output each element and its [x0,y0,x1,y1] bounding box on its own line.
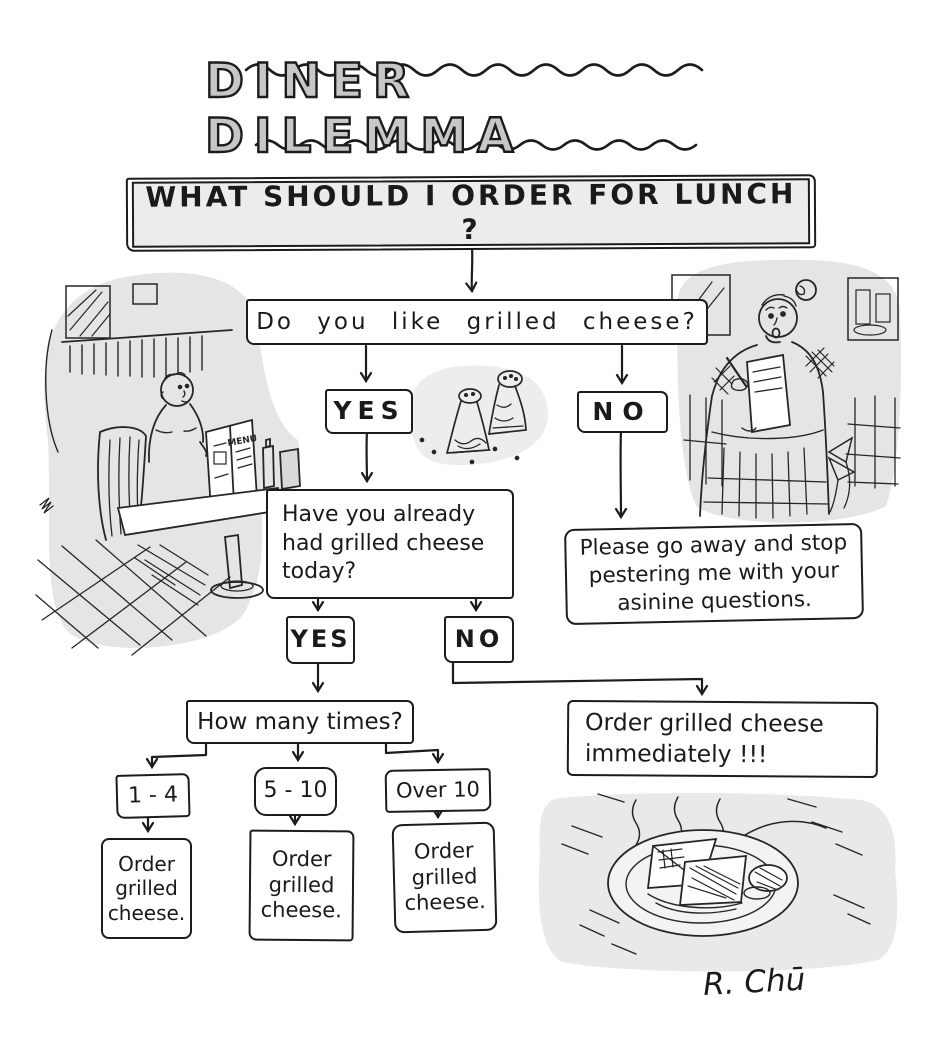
node-yes-like: YES [325,389,413,434]
node-go-away: Please go away and stop pestering me wit… [564,522,864,626]
node-order-grilled-cheese-3: Order grilled cheese. [391,821,498,934]
node-range-over-10: Over 10 [384,768,492,813]
node-range-1-4: 1 - 4 [115,773,191,819]
banner-question-label: WHAT SHOULD I ORDER FOR LUNCH ? [131,177,811,248]
diner-patron-illustration: MENU [35,283,301,656]
grilled-cheese-plate-illustration [561,793,871,955]
node-no-like: NO [577,391,668,433]
node-banner-question: WHAT SHOULD I ORDER FOR LUNCH ? [125,174,817,252]
node-already-had-today: Have you already had grilled cheese toda… [266,489,514,599]
node-order-grilled-cheese-2: Order grilled cheese. [248,829,355,942]
waitress-illustration [671,274,901,519]
node-order-grilled-cheese-1: Order grilled cheese. [101,838,192,939]
salt-pepper-illustration [419,370,527,465]
artist-signature: R. Chū [702,961,807,1003]
node-how-many-times: How many times? [186,700,414,744]
title-squiggles [244,63,704,151]
cartoon-title: DINER DILEMMA [204,53,524,165]
node-yes-already: YES [286,616,355,664]
title-squiggle-top [244,63,704,77]
node-no-already: NO [444,616,514,663]
node-range-5-10: 5 - 10 [254,767,337,816]
node-order-immediately: Order grilled cheese immediately !!! [566,699,879,779]
node-like-grilled-cheese: Do you like grilled cheese? [246,299,708,345]
title-squiggle-bottom [254,139,698,151]
